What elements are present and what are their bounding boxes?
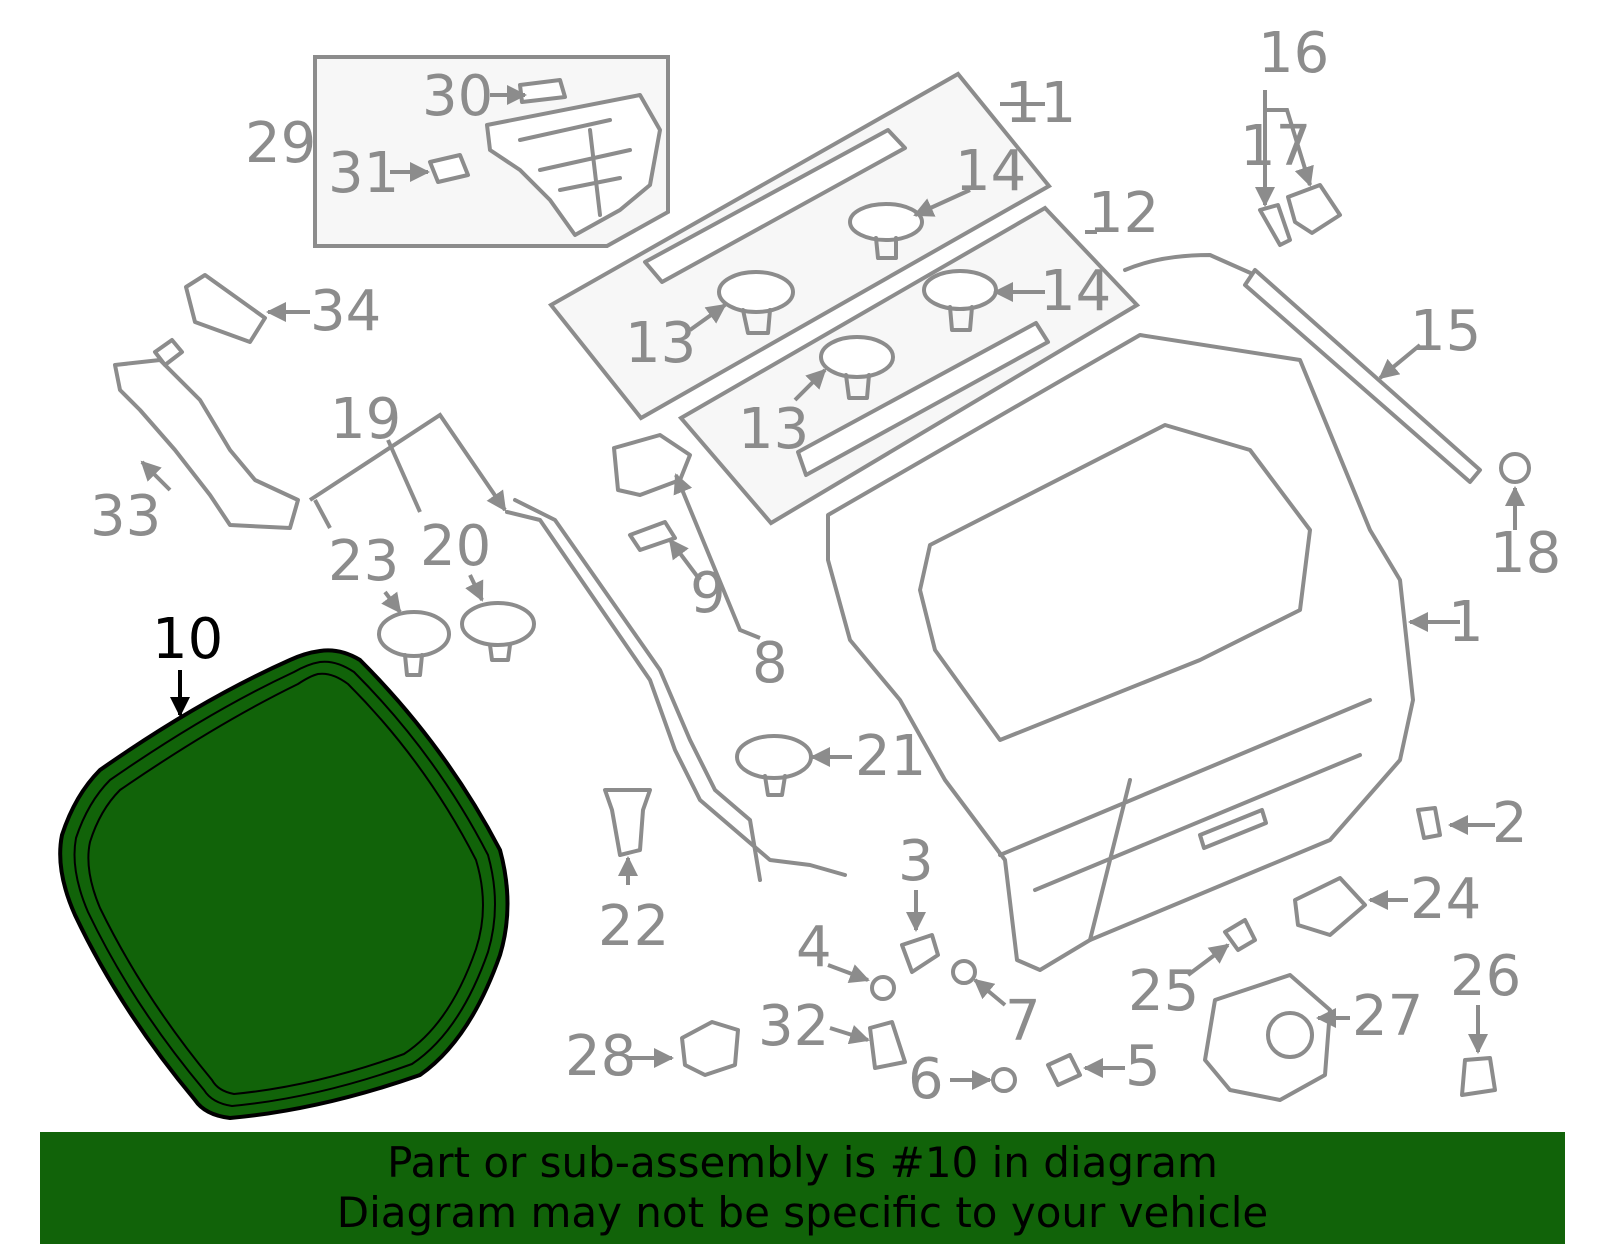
label-28: 28	[565, 1024, 636, 1089]
cap-21	[735, 734, 813, 797]
label-1: 1	[1448, 590, 1484, 655]
group-box-11	[547, 71, 1053, 421]
cap-23	[377, 610, 451, 677]
label-11: 11	[1005, 71, 1076, 136]
actuator-27	[1203, 973, 1332, 1102]
wiring-harness-19	[505, 498, 847, 882]
liftgate-frame	[826, 333, 1415, 972]
label-14b: 14	[1040, 259, 1111, 324]
label-6: 6	[908, 1047, 944, 1112]
callout-labels: 1 2 3 4 5 6 7 8 9 10 11 12 13 13 14 14 1…	[90, 21, 1561, 1112]
label-19: 19	[330, 387, 401, 452]
banner-line-2: Diagram may not be specific to your vehi…	[336, 1188, 1269, 1237]
label-8: 8	[752, 631, 788, 696]
washer-6	[991, 1067, 1017, 1093]
label-18: 18	[1490, 521, 1561, 586]
label-21: 21	[855, 724, 926, 789]
label-7: 7	[1005, 989, 1041, 1054]
part-5	[1046, 1053, 1082, 1087]
label-23: 23	[328, 529, 399, 594]
hinge-16	[1258, 183, 1342, 247]
washer-4	[870, 975, 896, 1001]
switch-26	[1460, 1056, 1497, 1097]
info-banner: Part or sub-assembly is #10 in diagram D…	[40, 1132, 1565, 1244]
sensor-28	[680, 1020, 740, 1077]
bumper-3	[900, 933, 940, 974]
label-9: 9	[690, 561, 726, 626]
label-5: 5	[1125, 1034, 1161, 1099]
washer-7	[951, 959, 977, 985]
label-25: 25	[1128, 959, 1199, 1024]
label-2: 2	[1492, 791, 1528, 856]
label-17: 17	[1240, 114, 1311, 179]
group-box-12	[677, 205, 1141, 526]
bracket-assembly	[428, 78, 662, 237]
label-3: 3	[898, 829, 934, 894]
label-27: 27	[1352, 984, 1423, 1049]
panel-strip-12	[796, 269, 1050, 477]
part-25	[1223, 918, 1257, 952]
label-14a: 14	[955, 139, 1026, 204]
washer-tube-33	[113, 338, 300, 530]
label-15: 15	[1410, 299, 1481, 364]
banner-line-1: Part or sub-assembly is #10 in diagram	[387, 1138, 1218, 1187]
leader-lines	[140, 85, 1525, 1090]
label-30: 30	[422, 64, 493, 129]
bracket-32	[868, 1020, 907, 1070]
label-12: 12	[1088, 181, 1159, 246]
label-33: 33	[90, 484, 161, 549]
label-4: 4	[796, 915, 832, 980]
label-32: 32	[758, 994, 829, 1059]
clip-22	[603, 788, 652, 857]
panel-strip-11	[643, 128, 924, 335]
gas-strut-15	[1123, 253, 1482, 484]
label-26: 26	[1450, 944, 1521, 1009]
part-2	[1416, 806, 1442, 840]
hinge-bracket-8	[612, 433, 692, 552]
label-31: 31	[328, 141, 399, 206]
weatherstrip-10	[58, 648, 510, 1121]
label-16: 16	[1258, 21, 1329, 86]
label-22: 22	[598, 894, 669, 959]
grommet-34	[184, 273, 267, 344]
label-24: 24	[1410, 867, 1481, 932]
label-10: 10	[152, 607, 223, 672]
latch-24	[1293, 876, 1367, 937]
grommet-18	[1499, 452, 1531, 484]
label-34: 34	[310, 279, 381, 344]
label-13b: 13	[738, 397, 809, 462]
label-20: 20	[420, 514, 491, 579]
cap-20	[460, 601, 536, 662]
label-29: 29	[245, 111, 316, 176]
label-13a: 13	[625, 311, 696, 376]
